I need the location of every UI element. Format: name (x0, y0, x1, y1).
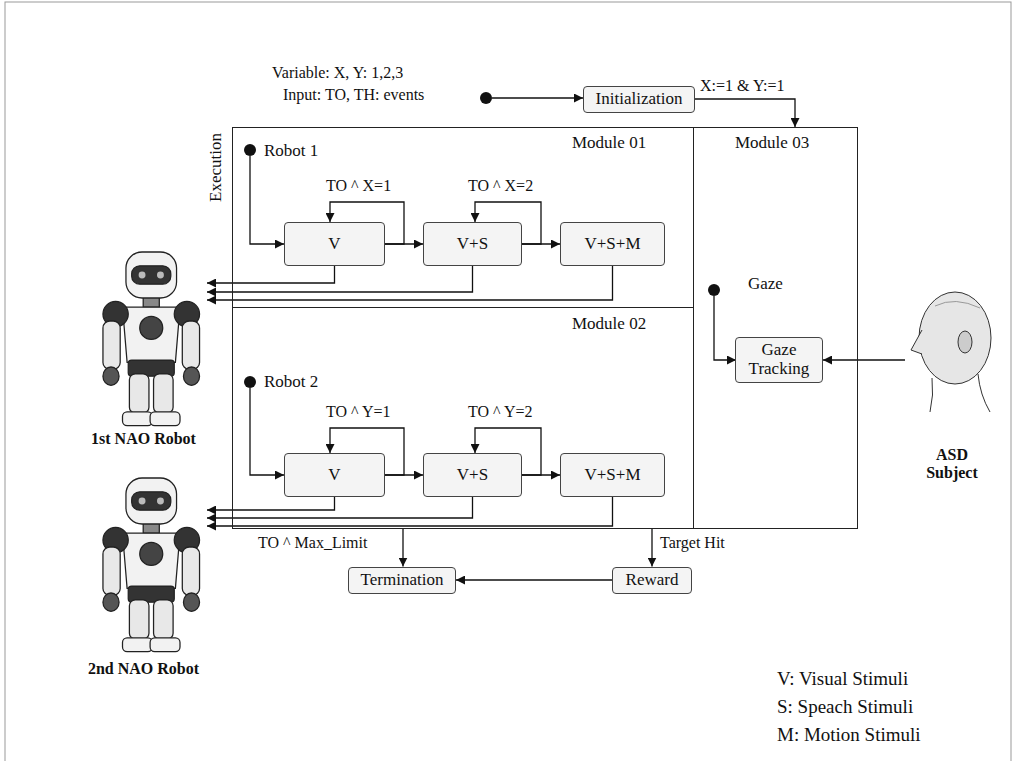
process-box: Gaze Tracking (735, 337, 823, 383)
edge-label: Target Hit (660, 534, 725, 552)
module-region: Module 02 Robot 2 V V+S V+S+M (232, 308, 694, 529)
process-box: Termination (348, 567, 456, 594)
process-box: Initialization (583, 86, 695, 113)
subject-figure: ASD Subject (905, 286, 1000, 486)
gaze-label: Gaze (748, 274, 783, 294)
connector-arrow (651, 529, 652, 567)
connector-arrow (207, 497, 473, 518)
connector-arrow (385, 243, 423, 244)
module-title: Module 03 (735, 133, 809, 153)
connector-arrow (207, 266, 613, 300)
box-text: Reward (626, 571, 679, 590)
box-text: Gaze Tracking (740, 341, 818, 378)
module-region: Module 01 Robot 1 V V+S V+S+M (232, 127, 694, 308)
connector-arrow (695, 99, 795, 127)
robot-figure: 2nd NAO Robot (80, 476, 207, 686)
connector-arrow (207, 497, 613, 526)
robot-caption: 2nd NAO Robot (80, 660, 207, 678)
edge-label: TO ^ Max_Limit (258, 534, 367, 552)
legend-note: V: Visual Stimuli (777, 668, 908, 690)
box-text: V+S+M (584, 466, 640, 485)
edge-label: TO ^ X=2 (468, 177, 533, 195)
connector-arrow (385, 474, 423, 475)
connector-arrow (207, 266, 335, 283)
connector-arrow (456, 579, 612, 580)
start-lines (250, 98, 736, 475)
module-title: Module 01 (572, 133, 646, 153)
robot-caption: 1st NAO Robot (80, 430, 207, 448)
subject-caption: ASD Subject (912, 446, 992, 483)
nao-robot-figure (103, 252, 200, 426)
box-text: V+S (457, 466, 488, 485)
robot-label: Robot 1 (264, 141, 318, 161)
state-box: V+S (423, 453, 522, 497)
state-box: V (284, 453, 385, 497)
box-text: V+S (457, 235, 488, 254)
legend-note: S: Speach Stimuli (777, 696, 913, 718)
box-text: V+S+M (584, 235, 640, 254)
box-text: Termination (361, 571, 444, 590)
human-head-figure (911, 292, 991, 412)
connector-arrow (207, 266, 473, 292)
box-text: V (328, 235, 340, 254)
module-title: Module 02 (572, 314, 646, 334)
box-text: Initialization (596, 90, 683, 109)
state-box: V+S (423, 222, 522, 266)
start-dots (244, 92, 720, 388)
page-border (5, 2, 1011, 761)
edge-label: TO ^ X=1 (326, 177, 391, 195)
state-box: V+S+M (560, 453, 665, 497)
state-box: V (284, 222, 385, 266)
robot-label: Robot 2 (264, 372, 318, 392)
connector-arrow (207, 497, 335, 510)
connector-arrow (522, 474, 560, 475)
frame-heading: Execution (206, 133, 226, 202)
legend-note: M: Motion Stimuli (777, 724, 921, 746)
edge-label: TO ^ Y=2 (468, 403, 533, 421)
connector-arrow (522, 243, 560, 244)
robot-figure: 1st NAO Robot (80, 250, 207, 455)
state-box: V+S+M (560, 222, 665, 266)
process-box: Reward (612, 567, 692, 594)
edge-label: TO ^ Y=1 (326, 403, 391, 421)
connector-arrow (823, 359, 905, 360)
execution-frame: ExecutionModule 01Robot 1VV+SV+S+MModule… (232, 127, 858, 529)
box-text: V (328, 466, 340, 485)
nao-robot-figure (103, 478, 200, 652)
input-note: Input: TO, TH: events (283, 86, 424, 104)
connector-arrow (402, 529, 403, 567)
module-region: Module 03 GazeGaze Tracking (694, 127, 858, 529)
variable-note: Variable: X, Y: 1,2,3 (272, 64, 403, 82)
edge-label: X:=1 & Y:=1 (700, 77, 784, 95)
